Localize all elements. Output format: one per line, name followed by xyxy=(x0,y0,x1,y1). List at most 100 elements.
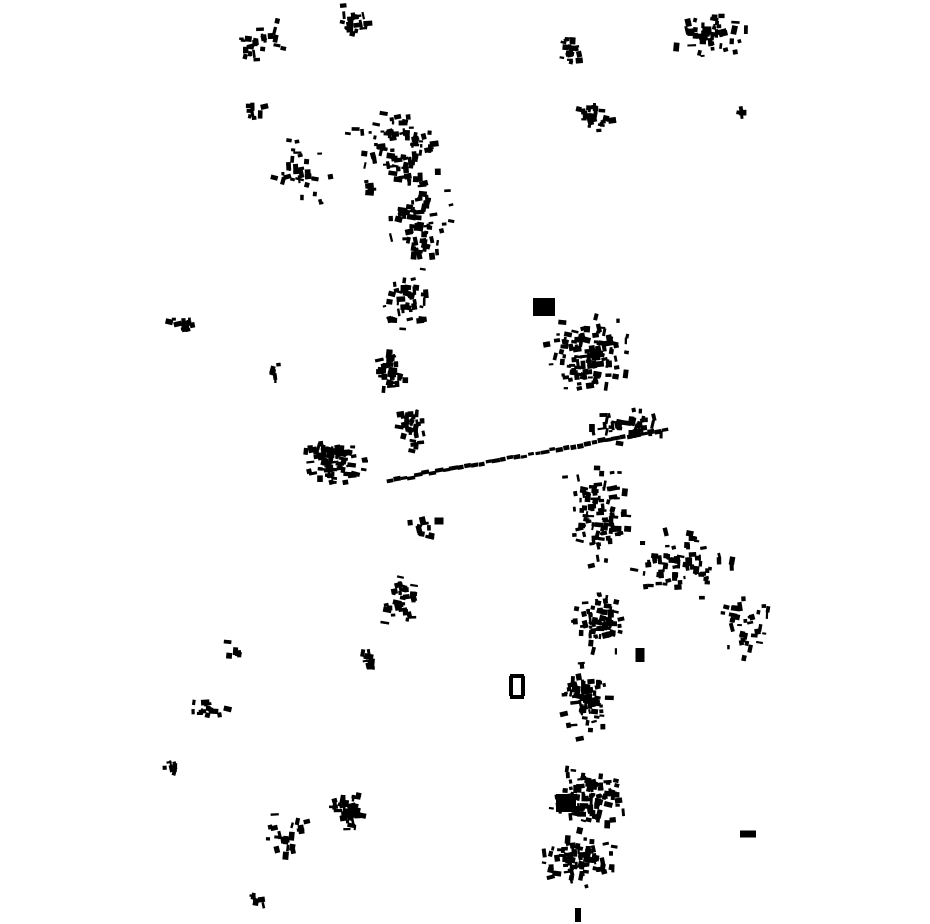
building xyxy=(761,604,767,608)
building xyxy=(687,31,695,36)
building xyxy=(668,557,678,563)
building xyxy=(285,161,292,171)
building xyxy=(610,435,621,441)
building xyxy=(407,519,413,526)
building xyxy=(583,325,591,333)
building xyxy=(580,326,586,332)
building xyxy=(716,24,722,29)
building xyxy=(359,27,366,30)
building xyxy=(401,166,409,170)
building xyxy=(573,44,580,49)
building xyxy=(376,369,384,375)
building xyxy=(290,155,295,163)
building xyxy=(260,103,269,110)
building xyxy=(588,613,592,621)
building xyxy=(581,862,588,868)
building xyxy=(617,470,622,475)
building xyxy=(647,559,651,564)
building xyxy=(377,143,383,150)
building xyxy=(408,448,416,454)
building xyxy=(610,844,618,849)
building xyxy=(347,462,357,468)
building xyxy=(396,308,401,317)
building xyxy=(650,552,659,559)
building xyxy=(609,347,614,353)
building xyxy=(580,610,587,618)
building xyxy=(373,135,377,140)
building xyxy=(591,623,596,627)
building xyxy=(344,449,353,454)
building xyxy=(563,852,569,857)
building xyxy=(245,103,255,109)
building xyxy=(662,582,668,586)
building xyxy=(743,25,748,35)
building xyxy=(353,28,359,34)
building xyxy=(303,818,311,825)
building xyxy=(571,812,580,817)
building xyxy=(609,470,615,475)
building xyxy=(350,16,360,21)
building xyxy=(370,658,375,667)
building xyxy=(359,812,367,819)
building xyxy=(740,637,746,643)
building xyxy=(579,508,585,513)
building xyxy=(626,434,633,440)
building xyxy=(572,490,578,497)
building xyxy=(406,475,416,481)
building xyxy=(419,143,423,148)
building xyxy=(346,28,352,33)
building xyxy=(587,376,593,379)
building xyxy=(379,110,388,117)
building xyxy=(549,446,556,452)
building xyxy=(423,225,431,228)
building xyxy=(562,863,569,868)
building xyxy=(617,427,622,431)
building xyxy=(561,373,565,377)
building xyxy=(418,249,424,254)
building xyxy=(261,901,266,909)
building xyxy=(595,697,600,705)
building xyxy=(415,524,423,534)
building xyxy=(613,365,620,370)
building xyxy=(423,230,429,235)
building xyxy=(575,57,584,64)
building xyxy=(741,596,746,602)
building xyxy=(572,506,577,512)
building xyxy=(586,518,590,523)
building xyxy=(573,784,577,794)
building xyxy=(273,845,281,854)
building xyxy=(588,112,598,120)
building xyxy=(568,874,575,881)
building xyxy=(401,602,406,606)
building xyxy=(361,11,366,20)
building xyxy=(755,640,764,645)
building xyxy=(408,179,412,186)
building xyxy=(563,336,567,341)
building xyxy=(599,470,605,477)
building xyxy=(602,598,609,604)
building xyxy=(684,541,690,549)
building xyxy=(409,417,414,427)
building xyxy=(597,437,606,444)
building xyxy=(591,379,599,385)
building xyxy=(350,454,357,459)
building xyxy=(294,817,301,826)
building xyxy=(636,421,643,429)
building xyxy=(448,465,459,471)
building xyxy=(408,126,414,129)
building xyxy=(435,239,440,246)
building xyxy=(588,793,595,799)
building xyxy=(578,341,583,348)
building xyxy=(244,35,252,43)
building xyxy=(311,176,319,182)
building xyxy=(688,535,696,542)
building xyxy=(246,108,254,114)
building xyxy=(290,848,296,855)
building xyxy=(621,488,628,497)
building xyxy=(568,786,573,791)
building xyxy=(223,705,233,713)
building xyxy=(286,138,292,143)
building xyxy=(617,629,623,635)
building xyxy=(347,19,354,28)
